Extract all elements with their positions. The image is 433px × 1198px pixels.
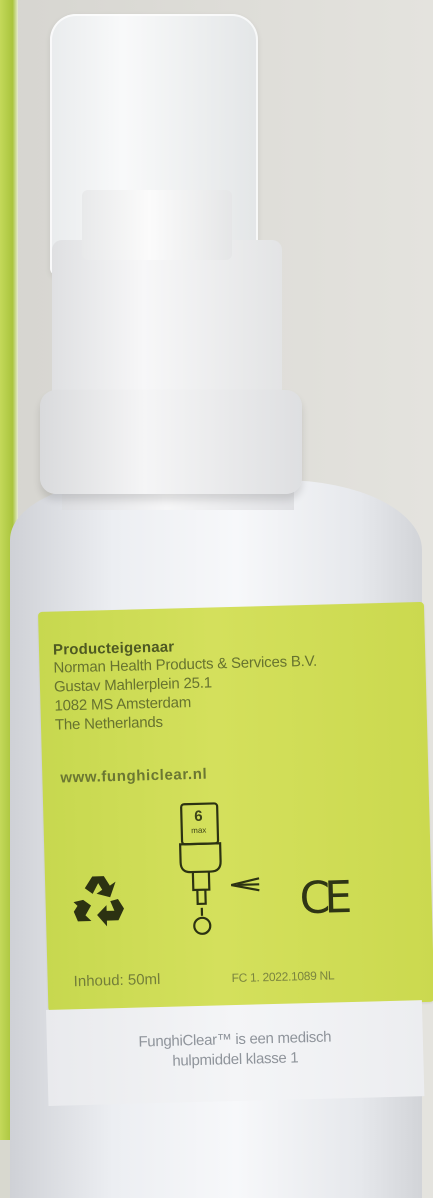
dropper-unit: max (191, 825, 207, 836)
pump-head (82, 190, 232, 260)
pump-ring (40, 390, 302, 494)
ce-mark: CE (298, 872, 347, 925)
owner-country: The Netherlands (54, 713, 164, 734)
pump-collar (52, 240, 282, 410)
product-label: Producteigenaar Norman Health Products &… (38, 601, 433, 1012)
dropper-icon (179, 802, 260, 935)
product-code: FC 1. 2022.1089 NL (231, 968, 335, 986)
website-text: www.funghiclear.nl (60, 765, 208, 787)
dropper-count: 6 (194, 807, 203, 825)
notice-label: FunghiClear™ is een medisch hulpmiddel k… (46, 1000, 425, 1106)
recycle-icon (73, 876, 124, 927)
content-volume: Inhoud: 50ml (73, 970, 161, 991)
owner-heading: Producteigenaar (52, 638, 175, 659)
owner-city: 1082 MS Amsterdam (54, 694, 192, 715)
owner-street: Gustav Mahlerplein 25.1 (53, 674, 213, 696)
